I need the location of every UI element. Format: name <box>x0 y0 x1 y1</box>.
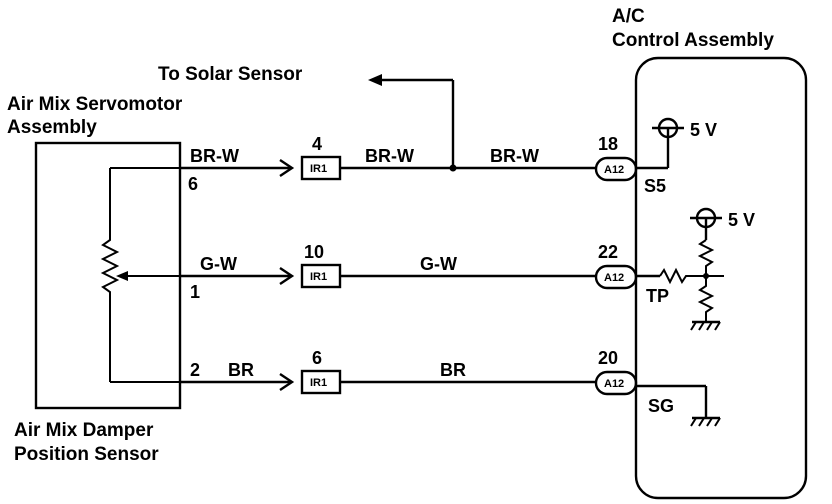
wire2-a12-pin: 22 <box>598 242 618 262</box>
wire3-a12-pin: 20 <box>598 348 618 368</box>
wiper-arrow <box>116 271 128 281</box>
wire3-terminal: SG <box>648 396 674 416</box>
wire1-color-right: BR-W <box>490 146 539 166</box>
wire1-a12-name: A12 <box>604 164 624 176</box>
wire2-servo-pin: 1 <box>190 282 200 302</box>
wire3-servo-pin: 2 <box>190 360 200 380</box>
wire2-ir-pin: 10 <box>304 242 324 262</box>
wire2-terminal: TP <box>646 286 669 306</box>
supply-label-middle: 5 V <box>728 210 755 230</box>
wire1-servo-pin: 6 <box>188 174 198 194</box>
ac-label-2: Control Assembly <box>612 30 774 51</box>
supply-label-top: 5 V <box>690 120 717 140</box>
wire1-terminal: S5 <box>644 176 666 196</box>
wire2-color-mid: G-W <box>420 254 457 274</box>
wire2-a12-name: A12 <box>604 272 624 284</box>
wire3-color-mid: BR <box>440 360 466 380</box>
servo-label-2: Assembly <box>7 117 97 138</box>
sensor-label-2: Position Sensor <box>14 444 159 465</box>
connector-chevron-2 <box>279 267 295 285</box>
servo-label-1: Air Mix Servomotor <box>7 94 183 115</box>
wire3-color-left: BR <box>228 360 254 380</box>
wire1-color-left: BR-W <box>190 146 239 166</box>
wire1-ir-name: IR1 <box>310 163 327 175</box>
wire1-ir-pin: 4 <box>312 134 322 154</box>
wire1-a12-pin: 18 <box>598 134 618 154</box>
tp-resistor <box>659 267 724 285</box>
wire3-ir-pin: 6 <box>312 348 322 368</box>
ground-hatch-sg <box>690 417 721 427</box>
connector-chevron-1 <box>279 159 295 177</box>
ground-hatch-tp <box>690 321 721 331</box>
wire3-ir-name: IR1 <box>310 377 327 389</box>
connector-chevron-3 <box>279 373 295 391</box>
wire1-color-mid: BR-W <box>365 146 414 166</box>
pullup-resistor <box>697 239 715 276</box>
wire2-color-left: G-W <box>200 254 237 274</box>
solar-arrow <box>368 74 382 86</box>
ac-label-1: A/C <box>612 6 645 27</box>
potentiometer-track <box>100 168 120 382</box>
pulldown-resistor <box>697 276 715 322</box>
solar-label: To Solar Sensor <box>158 64 303 85</box>
wire3-a12-name: A12 <box>604 378 624 390</box>
wire2-ir-name: IR1 <box>310 271 327 283</box>
sensor-label-1: Air Mix Damper <box>14 420 154 441</box>
ac-control-box <box>634 56 808 500</box>
